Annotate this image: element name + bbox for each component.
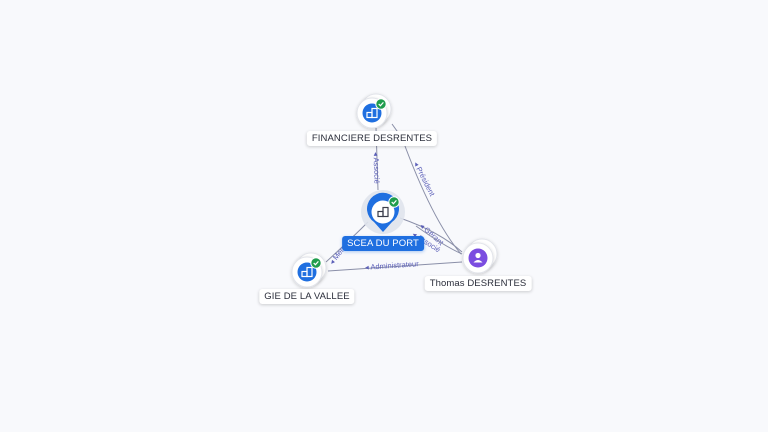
verified-badge-icon <box>388 196 400 208</box>
edge-thomas-gie[interactable]: ◂ Administrateur <box>327 259 463 272</box>
edge-line <box>415 225 463 255</box>
node-gie[interactable] <box>291 252 327 288</box>
node-scea[interactable] <box>361 190 405 234</box>
person-icon <box>473 252 483 263</box>
nodes-layer <box>291 93 498 288</box>
building-icon <box>366 107 378 119</box>
edge-line <box>399 217 463 253</box>
edge-line <box>327 261 463 272</box>
verified-badge-icon <box>310 257 322 269</box>
node-label-thomas[interactable]: Thomas DESRENTES <box>424 276 532 291</box>
node-financiere[interactable] <box>356 93 392 129</box>
building-icon <box>301 266 313 278</box>
building-icon <box>377 206 389 218</box>
node-thomas[interactable] <box>462 238 498 274</box>
node-label-scea[interactable]: SCEA DU PORT <box>342 236 424 251</box>
edge-label: ◂ Administrateur <box>365 259 420 272</box>
node-label-gie[interactable]: GIE DE LA VALLEE <box>259 289 355 304</box>
edge-label: ◂ Associé <box>371 152 381 184</box>
verified-badge-icon <box>375 98 387 110</box>
node-label-financiere[interactable]: FINANCIERE DESRENTES <box>306 131 438 146</box>
